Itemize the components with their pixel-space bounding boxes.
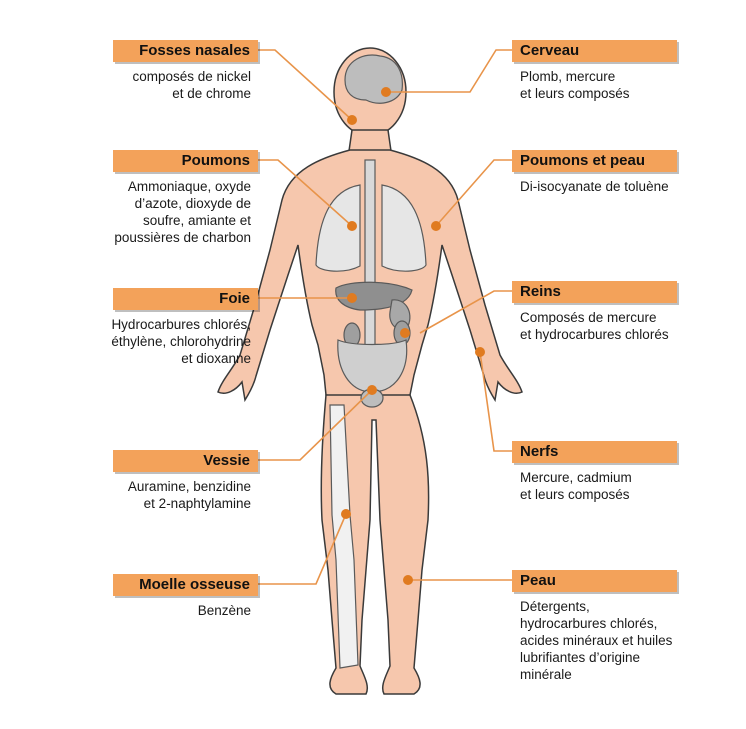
desc-line: et dioxanne: [111, 350, 251, 367]
desc-line: hydrocarbures chlorés,: [520, 615, 672, 632]
desc-line: lubrifiantes d’origine: [520, 649, 672, 666]
desc-line: Di-isocyanate de toluène: [520, 178, 669, 195]
label-cerveau: Cerveau: [512, 40, 677, 62]
dot-nerfs: [475, 347, 485, 357]
desc-line: Ammoniaque, oxyde: [114, 178, 251, 195]
desc-line: Détergents,: [520, 598, 672, 615]
desc-poumons-et-peau: Di-isocyanate de toluène: [520, 178, 669, 195]
dot-fosses: [347, 115, 357, 125]
dot-vessie: [367, 385, 377, 395]
desc-line: soufre, amiante et: [114, 212, 251, 229]
desc-line: Auramine, benzidine: [128, 478, 251, 495]
label-poumons: Poumons: [113, 150, 258, 172]
label-nerfs: Nerfs: [512, 441, 677, 463]
desc-line: minérale: [520, 666, 672, 683]
dot-reins: [400, 328, 410, 338]
dot-poumons: [347, 221, 357, 231]
desc-vessie: Auramine, benzidine et 2-naphtylamine: [128, 478, 251, 512]
desc-poumons: Ammoniaque, oxyde d’azote, dioxyde de so…: [114, 178, 251, 246]
desc-reins: Composés de mercure et hydrocarbures chl…: [520, 309, 669, 343]
label-vessie: Vessie: [113, 450, 258, 472]
dot-cerveau: [381, 87, 391, 97]
desc-line: poussières de charbon: [114, 229, 251, 246]
desc-line: Plomb, mercure: [520, 68, 630, 85]
desc-line: et 2-naphtylamine: [128, 495, 251, 512]
label-fosses-nasales: Fosses nasales: [113, 40, 258, 62]
desc-line: acides minéraux et huiles: [520, 632, 672, 649]
dot-peau: [403, 575, 413, 585]
desc-line: Hydrocarbures chlorés,: [111, 316, 251, 333]
desc-line: Benzène: [198, 602, 251, 619]
desc-cerveau: Plomb, mercure et leurs composés: [520, 68, 630, 102]
desc-nerfs: Mercure, cadmium et leurs composés: [520, 469, 632, 503]
desc-fosses-nasales: composés de nickel et de chrome: [132, 68, 251, 102]
desc-line: Composés de mercure: [520, 309, 669, 326]
label-moelle-osseuse: Moelle osseuse: [113, 574, 258, 596]
dot-foie: [347, 293, 357, 303]
brain-shape: [345, 55, 402, 103]
label-poumons-et-peau: Poumons et peau: [512, 150, 677, 172]
desc-line: et leurs composés: [520, 486, 632, 503]
desc-peau: Détergents, hydrocarbures chlorés, acide…: [520, 598, 672, 683]
dot-poumons-peau: [431, 221, 441, 231]
desc-line: composés de nickel: [132, 68, 251, 85]
desc-line: et hydrocarbures chlorés: [520, 326, 669, 343]
desc-moelle-osseuse: Benzène: [198, 602, 251, 619]
desc-line: d’azote, dioxyde de: [114, 195, 251, 212]
dot-moelle: [341, 509, 351, 519]
desc-foie: Hydrocarbures chlorés, éthylène, chloroh…: [111, 316, 251, 367]
desc-line: éthylène, chlorohydrine: [111, 333, 251, 350]
label-foie: Foie: [113, 288, 258, 310]
label-reins: Reins: [512, 281, 677, 303]
desc-line: Mercure, cadmium: [520, 469, 632, 486]
label-peau: Peau: [512, 570, 677, 592]
desc-line: et de chrome: [132, 85, 251, 102]
desc-line: et leurs composés: [520, 85, 630, 102]
